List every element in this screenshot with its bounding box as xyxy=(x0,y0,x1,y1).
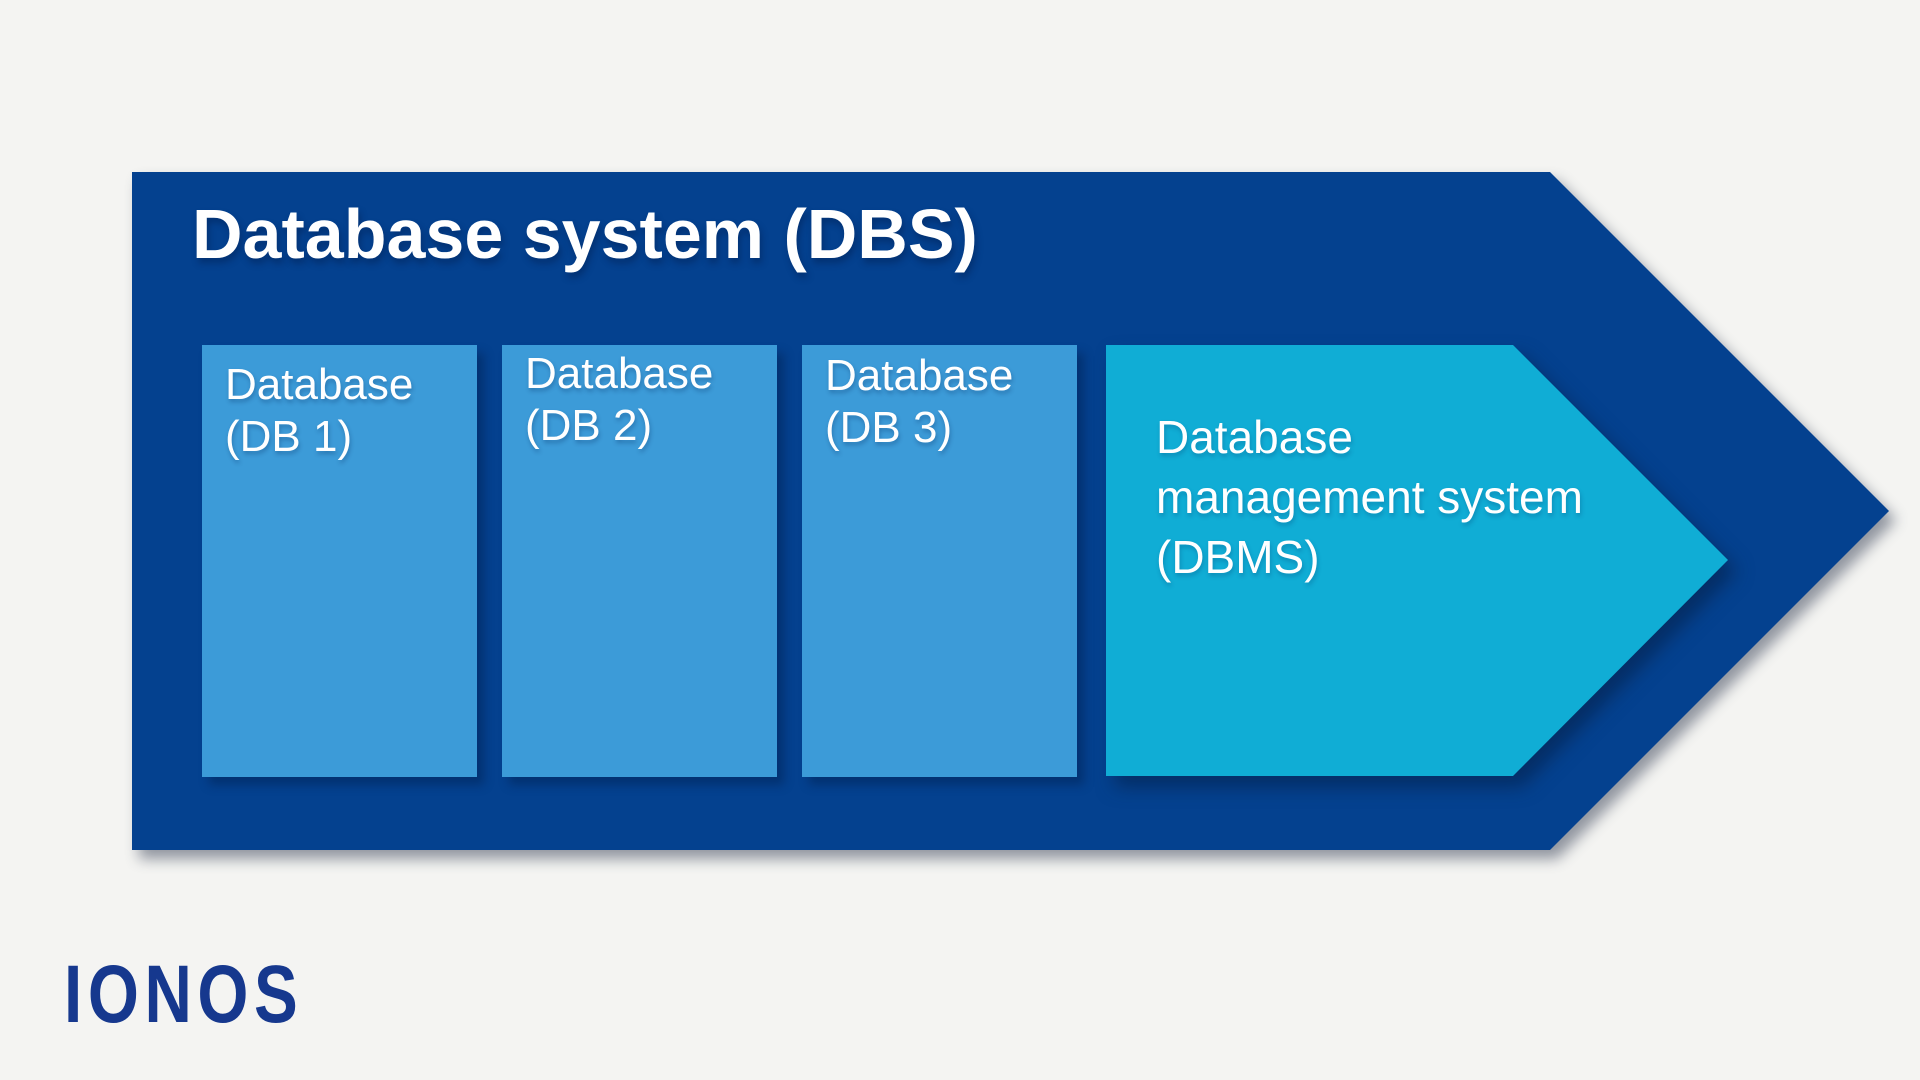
database-box-3: Database (DB 3) xyxy=(802,345,1077,777)
ionos-logo: IONOS xyxy=(64,949,304,1040)
database-box-1: Database (DB 1) xyxy=(202,345,477,777)
database-box-1-name: Database xyxy=(225,360,414,409)
database-box-2: Database (DB 2) xyxy=(502,345,777,777)
dbms-label-line-1: Database xyxy=(1156,411,1353,463)
database-box-3-name: Database xyxy=(825,351,1014,400)
database-box-2-id: (DB 2) xyxy=(525,401,653,450)
database-box-1-id: (DB 1) xyxy=(225,412,353,461)
database-box-3-id: (DB 3) xyxy=(825,403,953,452)
dbms-label-line-3: (DBMS) xyxy=(1156,531,1320,583)
database-box-2-name: Database xyxy=(525,349,714,398)
dbms-label-line-2: management system xyxy=(1156,471,1583,523)
diagram-title: Database system (DBS) xyxy=(192,195,978,273)
dbms-label: Database management system (DBMS) xyxy=(1156,407,1716,587)
